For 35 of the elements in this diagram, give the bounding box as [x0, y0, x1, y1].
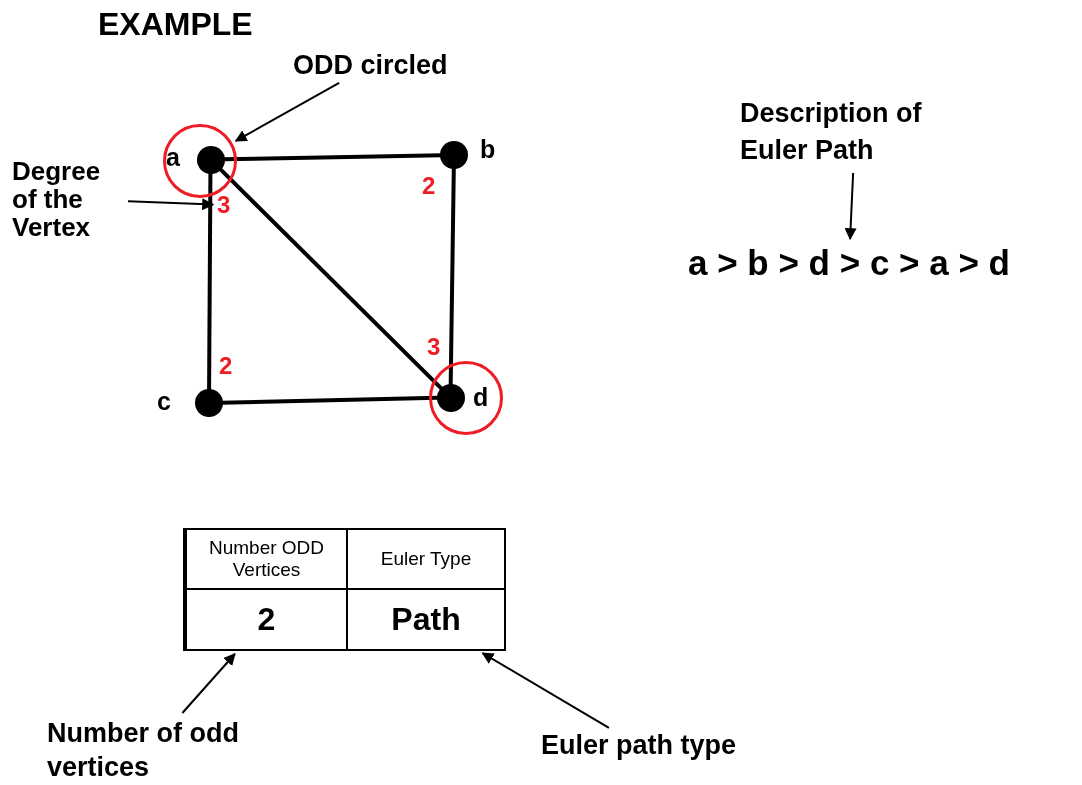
leader-arrow [844, 172, 857, 241]
leader-arrow [181, 653, 236, 714]
annotation-text: Description of Euler Path [740, 95, 970, 169]
vertex-dot [195, 389, 223, 417]
vertex-label: b [480, 135, 496, 164]
vertex-dot [436, 383, 465, 412]
graph-edge [222, 153, 443, 162]
vertex-label: a [166, 143, 180, 172]
leader-arrow [234, 81, 341, 142]
highlight-circle [429, 361, 503, 435]
table-cell: Euler Type [346, 528, 506, 590]
vertex-label: c [157, 387, 171, 416]
annotation-text: Number of odd vertices [47, 716, 252, 784]
graph-edge [207, 171, 213, 391]
vertex-dot [440, 141, 468, 169]
degree-number: 3 [427, 333, 441, 361]
leader-arrow [481, 652, 610, 729]
vertex-label: d [473, 383, 489, 412]
table-cell: 2 [183, 588, 348, 651]
vertex-dot [196, 145, 225, 174]
annotation-text: Euler path type [541, 730, 737, 761]
degree-number: 2 [219, 352, 233, 380]
graph-edge [448, 166, 456, 386]
annotation-text: ODD circled [293, 50, 448, 81]
path-sequence: a > b > d > c > a > d [688, 243, 1010, 283]
highlight-circle [163, 124, 237, 198]
degree-number: 2 [422, 172, 436, 200]
table-cell: Path [346, 588, 506, 651]
table-cell: Number ODD Vertices [183, 528, 348, 590]
degree-number: 3 [217, 191, 231, 219]
title-text: EXAMPLE [98, 6, 253, 43]
leader-arrow [127, 198, 215, 211]
graph-edge [217, 166, 444, 391]
graph-edge [220, 395, 439, 405]
annotation-text: Degree of the Vertex [12, 157, 124, 241]
